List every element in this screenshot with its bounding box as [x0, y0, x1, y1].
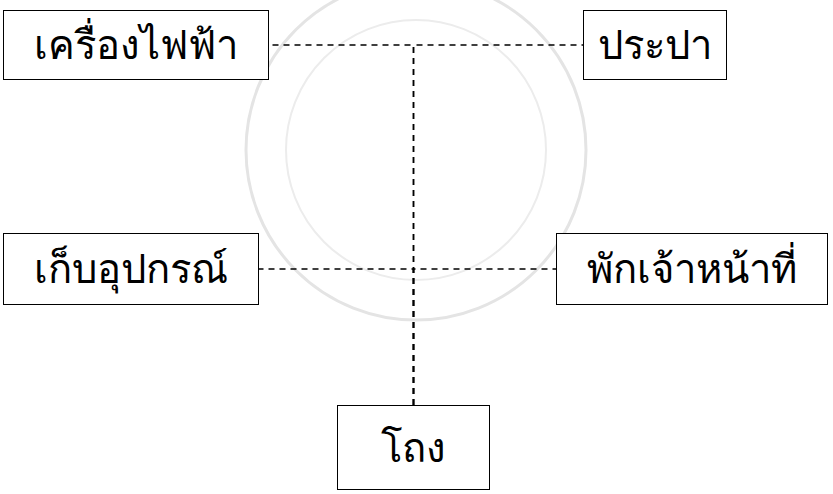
dashed-connector — [414, 269, 557, 405]
room-label: ประปา — [598, 20, 712, 70]
room-box: พักเจ้าหน้าที่ — [556, 233, 828, 305]
seal-ring — [286, 20, 546, 280]
room-label: เก็บอุปกรณ์ — [34, 244, 228, 294]
room-label: เครื่องไฟฟ้า — [34, 20, 238, 70]
room-label: โถง — [381, 423, 446, 473]
dashed-connector — [414, 45, 584, 405]
dashed-connector — [269, 45, 414, 405]
seal-ring — [246, 0, 586, 320]
room-label: พักเจ้าหน้าที่ — [587, 244, 797, 294]
room-box: เครื่องไฟฟ้า — [3, 10, 269, 80]
room-box: เก็บอุปกรณ์ — [3, 233, 259, 305]
dashed-connector — [259, 269, 414, 405]
room-box: โถง — [337, 405, 490, 490]
room-box: ประปา — [583, 10, 727, 80]
